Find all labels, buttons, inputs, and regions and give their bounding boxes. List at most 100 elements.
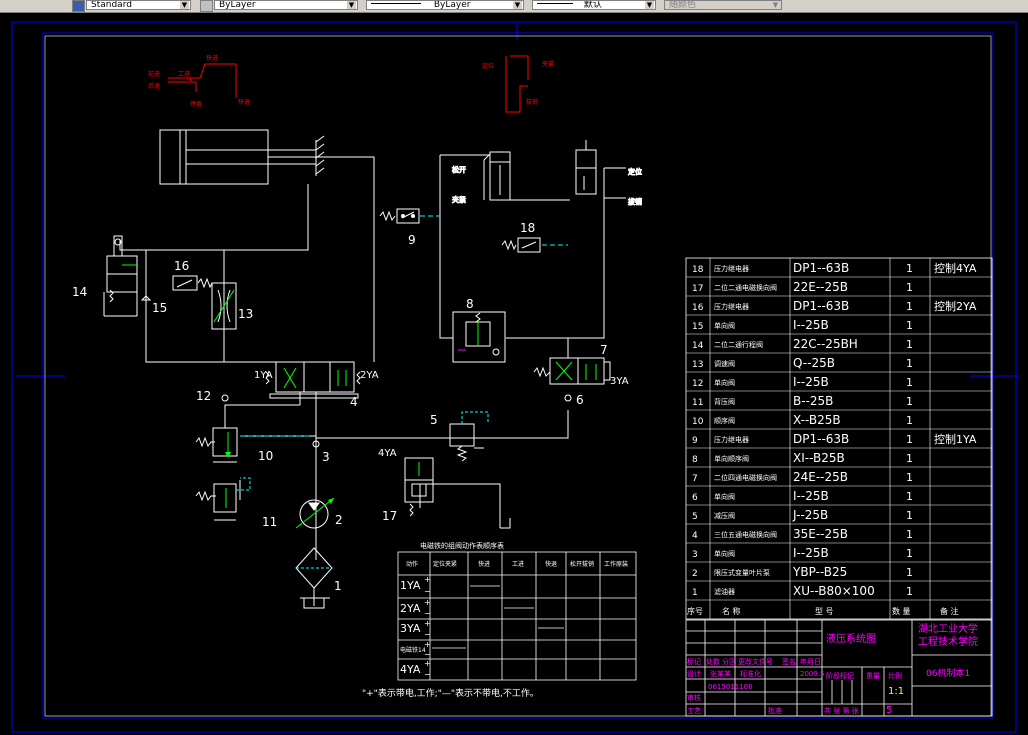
bom-model: I--25B — [793, 546, 829, 560]
label-4ya: 4YA — [378, 448, 397, 459]
tb-date: 2009.5 — [800, 670, 825, 678]
label-3: 3 — [322, 450, 330, 464]
label-11: 11 — [262, 515, 277, 529]
layer-icon[interactable] — [200, 0, 213, 12]
bom-name: 压力继电器 — [714, 302, 749, 311]
label-4: 4 — [350, 395, 358, 409]
bom-name: 单向顺序阀 — [714, 454, 749, 463]
bom-name: 背压阀 — [714, 397, 735, 406]
tb-label: 更改文件号 — [738, 657, 773, 666]
pressure-switch-18 — [501, 237, 541, 253]
directional-valve-4 — [265, 361, 361, 399]
bom-no: 12 — [692, 379, 703, 389]
svg-text:−: − — [424, 630, 431, 639]
label-back: 后退 — [148, 82, 160, 90]
label-3ya: 3YA — [610, 376, 629, 387]
bom-qty: 1 — [906, 300, 913, 313]
bom-model: DP1--63B — [793, 261, 849, 275]
bom-model: XI--B25B — [793, 451, 845, 465]
chevron-down-icon: ▼ — [513, 1, 522, 9]
bom-qty: 1 — [906, 433, 913, 446]
bom-model: J--25B — [792, 508, 828, 522]
layer-value: ByLayer — [219, 0, 256, 10]
toolbar: Standard ▼ ByLayer ▼ ByLayer ▼ 默认 ▼ 随颜色 … — [0, 0, 1028, 13]
svg-text:−: − — [424, 609, 431, 618]
label-stop: 停留 — [190, 100, 202, 108]
tb-weight: 重量 — [866, 672, 880, 680]
bom-no: 6 — [692, 493, 698, 503]
plot-style-select[interactable]: 随颜色 ▼ — [664, 0, 782, 10]
line-sample-icon — [537, 3, 573, 4]
label-position: 定位 — [628, 167, 642, 176]
seq-header: 松开拔销 — [570, 560, 594, 568]
label-fastback: 快退 — [238, 98, 250, 106]
drawing-canvas[interactable]: 前进 后退 工进 快进 快退 停留 → 定位 夹紧 拔销 — [0, 12, 1028, 735]
label-pin: 拔销 — [526, 98, 538, 106]
bom-header: 名 称 — [722, 606, 741, 616]
bom-header: 数 量 — [892, 606, 911, 616]
pump-2 — [295, 497, 335, 529]
bom-qty: 1 — [906, 338, 913, 351]
label-17: 17 — [382, 509, 397, 523]
clamp-cylinders: 松开 夹紧 定位 拔销 — [452, 140, 643, 207]
title-block-text: 液压系统图 湖北工业大学 工程技术学院 06机制本1 标记 处数 分区 更改文件… — [687, 622, 978, 716]
bom-model: B--25B — [793, 394, 833, 408]
label-16: 16 — [174, 259, 189, 273]
sequence-valve-10 — [195, 427, 238, 463]
svg-text:−: − — [424, 650, 431, 659]
label-18: 18 — [520, 221, 535, 235]
bom-qty: 1 — [906, 471, 913, 484]
text-style-icon[interactable] — [72, 0, 85, 12]
tb-label: 处数 — [706, 657, 720, 666]
bom-no: 8 — [692, 455, 698, 465]
seq-header: 快进 — [478, 560, 490, 568]
tb-label: 年月日 — [800, 657, 821, 666]
bom-model: X--B25B — [793, 413, 841, 427]
bom-qty: 1 — [906, 281, 913, 294]
linetype-value: ByLayer — [433, 0, 471, 10]
bom-model: 24E--25B — [793, 470, 848, 484]
bom-qty: 1 — [906, 547, 913, 560]
bom-name: 滤油器 — [714, 587, 735, 596]
directional-valve-7 — [533, 357, 611, 385]
label-12: 12 — [196, 389, 211, 403]
sequence-table — [397, 551, 637, 681]
label-forward: 前进 — [148, 70, 160, 78]
label-2: 2 — [335, 513, 343, 527]
school-dept: 工程技术学院 — [918, 635, 978, 648]
seq-row-label: 4YA — [400, 663, 421, 676]
seq-row-label: 3YA — [400, 622, 421, 635]
seq-row-label: 1YA — [400, 579, 421, 592]
tb-label: 标记 — [687, 657, 701, 666]
back-pressure-valve-11 — [195, 477, 251, 521]
seq-header: 工作原装 — [604, 560, 628, 568]
bom-model: YBP--B25 — [792, 565, 847, 579]
svg-text:+: + — [424, 640, 431, 649]
bom-header: 序号 — [687, 606, 703, 616]
bom-qty: 1 — [906, 490, 913, 503]
sequence-note: "+"表示带电,工作;"—"表示不带电,不工作。 — [362, 687, 539, 699]
bom-name: 减压阀 — [714, 511, 735, 520]
lineweight-select[interactable]: 默认 ▼ — [532, 0, 656, 10]
bom-no: 2 — [692, 569, 698, 579]
line-sample-icon — [371, 3, 421, 4]
linetype-select[interactable]: ByLayer ▼ — [366, 0, 524, 10]
svg-text:→: → — [186, 76, 192, 84]
text-style-select[interactable]: Standard ▼ — [86, 0, 191, 10]
bom-qty: 1 — [906, 414, 913, 427]
speed-valve-13 — [211, 282, 237, 330]
bom-name: 二位二通行程阀 — [714, 340, 763, 349]
bom-model: DP1--63B — [793, 432, 849, 446]
tb-review: 审核 — [687, 693, 701, 702]
label-2ya: 2YA — [360, 370, 379, 381]
svg-text:−: − — [424, 670, 431, 679]
label-15: 15 — [152, 301, 167, 315]
bom-name: 压力继电器 — [714, 264, 749, 273]
title-block — [685, 619, 993, 717]
seq-header: 定位夹紧 — [433, 560, 457, 568]
svg-text:−: − — [424, 587, 431, 596]
label-8: 8 — [466, 297, 474, 311]
label-1: 1 — [334, 579, 342, 593]
sheet-frame — [11, 21, 1020, 733]
layer-select[interactable]: ByLayer ▼ — [214, 0, 358, 10]
